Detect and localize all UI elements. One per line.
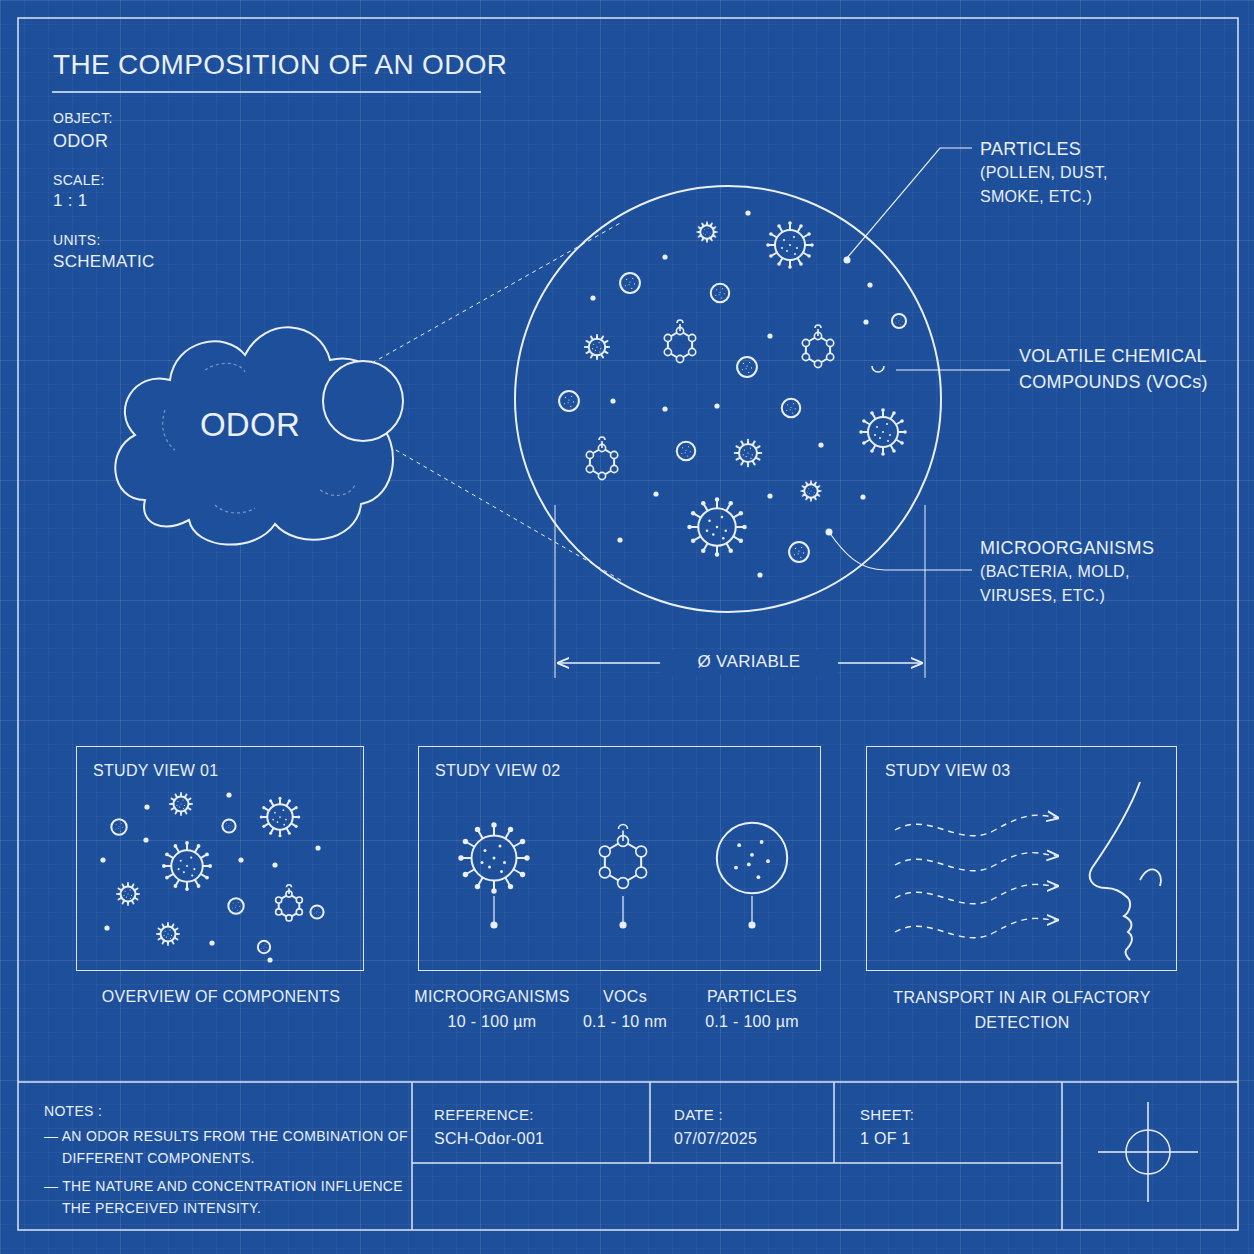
callout-label: MICROORGANISMS [980, 535, 1154, 561]
title-underline [52, 91, 481, 93]
node-caption: — THE NATURE AND CONCENTRATION INFLUENCE… [44, 1175, 417, 1219]
node-heading: SHEET: [860, 1104, 914, 1126]
node-caption: 0.1 - 100 µm [682, 1010, 822, 1033]
callout-dots [826, 257, 851, 536]
field-value: ODOR [53, 128, 108, 154]
callout-label: PARTICLES [980, 136, 1081, 162]
node-caption: 10 - 100 µm [402, 1010, 582, 1033]
study-view-box: STUDY VIEW 01OVERVIEW OF COMPONENTS [76, 746, 364, 971]
node-heading: DATE : [674, 1104, 723, 1126]
voc-marker [872, 366, 884, 372]
node-heading: STUDY VIEW 01 [93, 759, 218, 782]
node-caption: PARTICLES [682, 985, 822, 1008]
node-caption: OVERVIEW OF COMPONENTS [37, 985, 405, 1008]
node-heading: STUDY VIEW 03 [885, 759, 1010, 782]
crosshair [1098, 1102, 1198, 1202]
node-caption: MICROORGANISMS [402, 985, 582, 1008]
dimension-label: Ø VARIABLE [660, 650, 838, 675]
node-heading: ODOR [105, 400, 395, 450]
study-view-box: STUDY VIEW 03TRANSPORT IN AIR OLFACTORY … [866, 746, 1177, 971]
magnifier-lines [372, 222, 624, 582]
title-block-cell: DATE :07/07/2025 [650, 1082, 834, 1163]
title-block-cell: SHEET:1 OF 1 [834, 1082, 1062, 1163]
callout-note: (POLLEN, DUST, SMOKE, ETC.) [980, 161, 1120, 209]
field-label: SCALE: [53, 170, 105, 190]
node-caption: — AN ODOR RESULTS FROM THE COMBINATION O… [44, 1125, 417, 1169]
node-caption: 07/07/2025 [674, 1128, 757, 1150]
node-caption: VOCs [555, 985, 695, 1008]
callout-label: VOLATILE CHEMICAL COMPOUNDS (VOCs) [1019, 343, 1234, 395]
component-icons [100, 210, 906, 962]
nostril [1140, 869, 1161, 886]
notes-cell: NOTES :— AN ODOR RESULTS FROM THE COMBIN… [18, 1082, 412, 1230]
node-caption: 1 OF 1 [860, 1128, 911, 1150]
field-label: OBJECT: [53, 108, 113, 128]
sheet-frame [18, 18, 1238, 1230]
field-value: 1 : 1 [53, 189, 88, 214]
sheet-title: THE COMPOSITION OF AN ODOR [53, 46, 507, 84]
air-flow-arrows [895, 815, 1058, 938]
callout-note: (BACTERIA, MOLD, VIRUSES, ETC.) [980, 560, 1155, 608]
nose-profile [1090, 782, 1140, 960]
dimension [555, 505, 925, 678]
field-value: SCHEMATIC [53, 250, 155, 275]
node-caption: SCH-Odor-001 [434, 1128, 544, 1150]
node-heading: NOTES : [44, 1100, 102, 1122]
node-caption: 0.1 - 10 nm [555, 1010, 695, 1033]
magnified-view [515, 186, 941, 612]
node-heading: STUDY VIEW 02 [435, 759, 560, 782]
odor-cloud: ODOR [105, 300, 395, 550]
callout-leaders [829, 148, 1010, 570]
node-heading: REFERENCE: [434, 1104, 534, 1126]
field-label: UNITS: [53, 230, 101, 250]
title-block-cell: REFERENCE:SCH-Odor-001 [412, 1082, 650, 1163]
pin-lines [491, 896, 755, 928]
study-view-box: STUDY VIEW 02MICROORGANISMS10 - 100 µmVO… [418, 746, 821, 971]
node-caption: TRANSPORT IN AIR OLFACTORY DETECTION [892, 985, 1152, 1035]
title-block [18, 1082, 1238, 1230]
